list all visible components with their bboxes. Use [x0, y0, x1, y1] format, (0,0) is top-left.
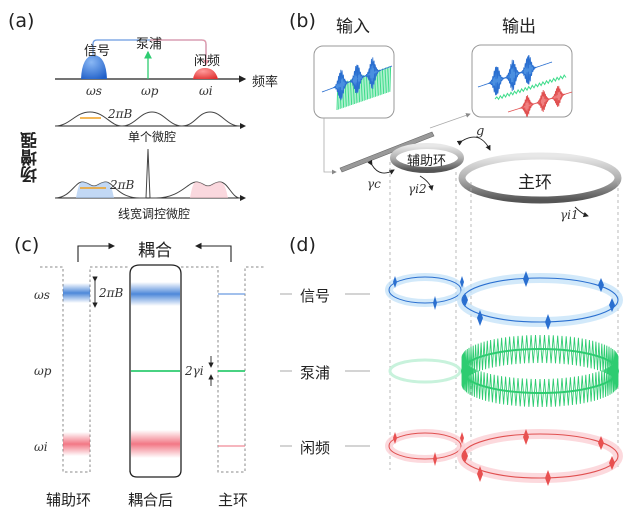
aux-column	[40, 266, 130, 473]
signal-pulses	[393, 271, 615, 330]
signal-rings	[385, 271, 623, 330]
main-column	[181, 266, 265, 473]
panel-c-diagram	[40, 242, 265, 478]
panel-d-rings	[280, 271, 623, 486]
idler-pulses	[393, 429, 615, 486]
frequency-axis-label: 频率	[252, 75, 279, 90]
c-omega-p: ωp	[34, 364, 52, 378]
signal-bump	[81, 55, 107, 79]
row-pump-label: 泵浦	[300, 364, 331, 382]
projection-guides	[389, 162, 619, 470]
column-aux-label: 辅助环	[46, 491, 92, 509]
panel-d-label: (d)	[289, 234, 316, 256]
idler-rings	[385, 429, 623, 486]
coupling-g-label: g	[476, 124, 485, 139]
output-label: 输出	[502, 17, 536, 37]
gamma-c-label: γc	[367, 177, 381, 191]
panel-a-label: (a)	[8, 10, 35, 32]
gamma-i1-label: γi1	[560, 208, 579, 222]
column-coupled-label: 耦合后	[128, 491, 174, 509]
main-ring-label: 主环	[518, 173, 552, 193]
c-bandwidth-label: 2πB	[99, 286, 124, 300]
coupled-signal-band	[131, 282, 180, 306]
aux-ring	[390, 143, 464, 173]
pump-rings	[388, 334, 619, 408]
pump-wave	[461, 334, 619, 408]
output-pump-wave	[494, 74, 567, 101]
omega-p-tick: ωp	[141, 84, 159, 98]
idler-label: 闲频	[194, 54, 221, 69]
panel-b-label: (b)	[289, 10, 316, 32]
output-idler-wave	[507, 85, 573, 117]
c-omega-s: ωs	[34, 288, 50, 302]
panel-b-schematic	[313, 44, 622, 470]
field-enhancement-ylabel: 场增强	[21, 132, 41, 183]
coupled-column	[129, 264, 182, 478]
coupled-idler-band	[131, 430, 180, 458]
single-cavity-caption: 单个微腔	[128, 130, 177, 144]
column-main-label: 主环	[218, 491, 249, 509]
row-idler-label: 闲频	[300, 439, 331, 457]
main-ring	[458, 152, 622, 204]
gamma-i2-label: γi2	[408, 182, 427, 196]
omega-s-tick: ωs	[86, 84, 102, 98]
aux-signal-band	[63, 283, 90, 303]
aux-ring-label: 辅助环	[407, 154, 447, 169]
output-signal-wave	[477, 55, 553, 96]
panel-c-label: (c)	[14, 234, 40, 256]
idler-bump	[193, 68, 218, 79]
linewidth-bandwidth-label: 2πB	[110, 178, 135, 192]
output-box	[471, 44, 573, 118]
single-bandwidth-label: 2πB	[108, 107, 133, 121]
input-signal-wave	[321, 57, 393, 101]
signal-label: 信号	[84, 44, 111, 59]
pump-label: 泵浦	[136, 37, 163, 52]
bus-waveguide	[339, 131, 435, 173]
row-signal-label: 信号	[300, 287, 331, 305]
panel-a-spectrum	[55, 39, 247, 83]
input-label: 输入	[336, 17, 370, 37]
panel-a-linewidth-cavity	[54, 148, 246, 201]
coupling-label: 耦合	[138, 241, 172, 261]
panel-a-single-cavity	[54, 111, 246, 129]
c-gamma-label: 2γi	[185, 364, 204, 378]
aux-idler-band	[63, 432, 90, 456]
linewidth-cavity-caption: 线宽调控微腔	[118, 207, 191, 221]
c-omega-i: ωi	[34, 440, 48, 454]
omega-i-tick: ωi	[199, 84, 213, 98]
